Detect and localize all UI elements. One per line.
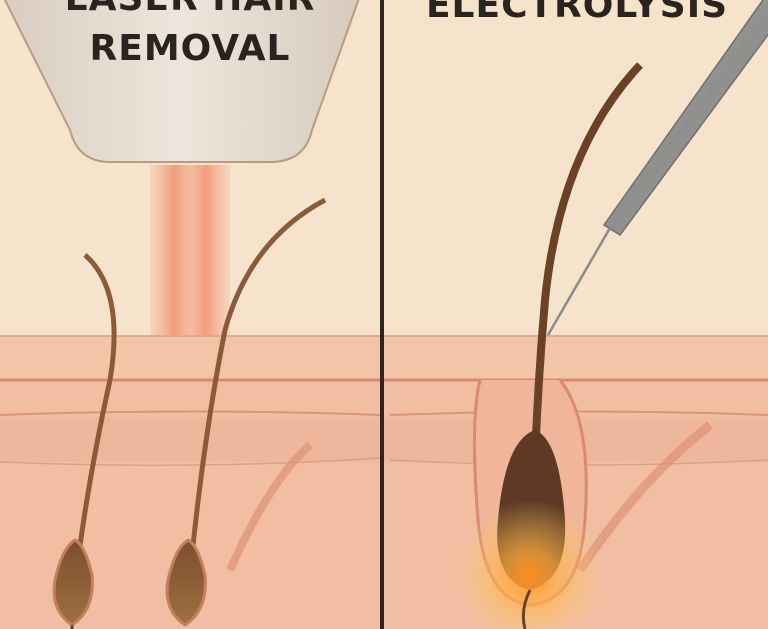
laser-panel: LASER HAIR REMOVAL: [3, 0, 360, 629]
laser-title-line1: LASER HAIR: [65, 0, 316, 19]
electrolysis-title: ELECTROLYSIS: [426, 0, 728, 26]
laser-device: [3, 0, 360, 163]
laser-beam: [150, 165, 230, 335]
hair-follicle-left-2: [165, 197, 327, 627]
heat-glow: [455, 500, 605, 629]
panel-divider: [380, 0, 384, 629]
hair-shaft: [531, 62, 643, 461]
hair-follicle-left-1: [52, 253, 117, 629]
electrolysis-needle: [546, 0, 768, 336]
electrolysis-panel: ELECTROLYSIS: [426, 0, 768, 629]
laser-title-line2: REMOVAL: [90, 28, 291, 69]
